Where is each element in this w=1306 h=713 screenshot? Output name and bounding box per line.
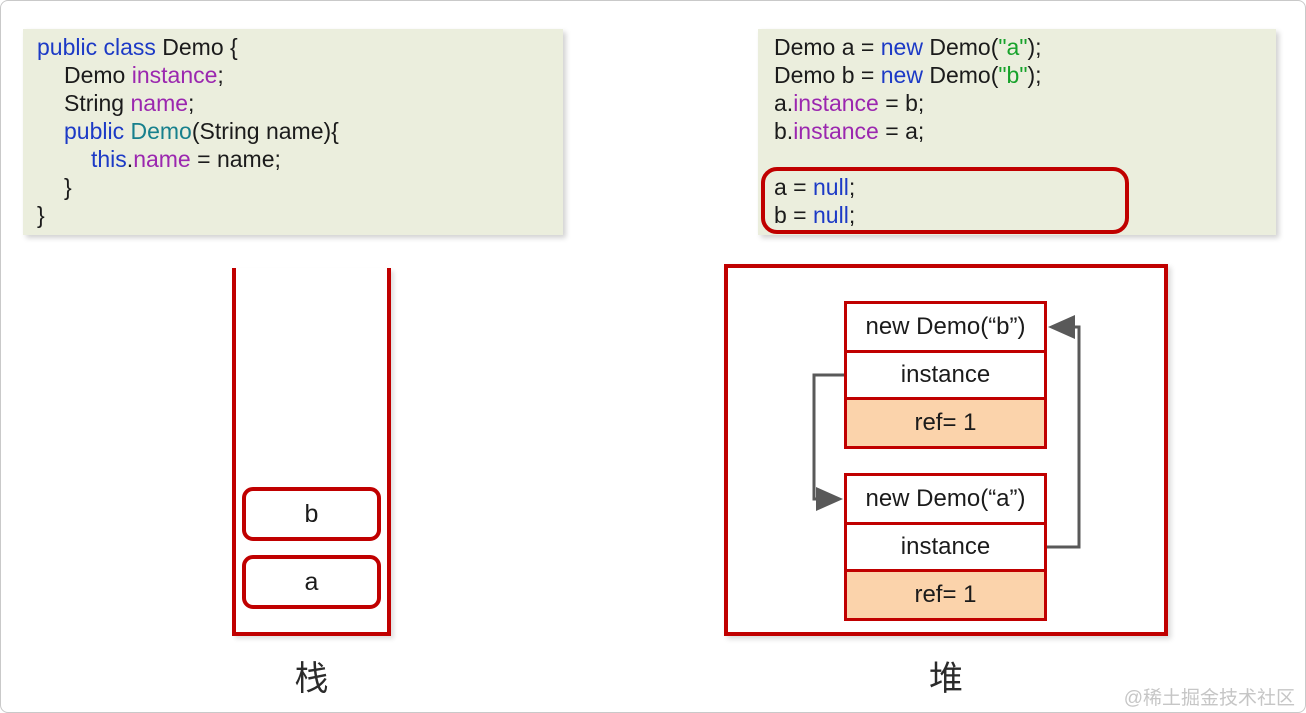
code-line: this.name = name;	[91, 146, 281, 172]
code-line: Demo a = new Demo("a");	[774, 34, 1042, 60]
code-line: a.instance = b;	[774, 90, 925, 116]
stack-container	[232, 268, 391, 636]
code-line: public Demo(String name){	[64, 118, 339, 144]
stack-label: 栈	[294, 660, 329, 698]
stack-slot-a: a	[242, 555, 381, 609]
heap-object-b: new Demo(“b”) instance ref= 1	[844, 301, 1047, 449]
code-block-usage: Demo a = new Demo("a");Demo b = new Demo…	[758, 29, 1276, 235]
code-line: a = null;	[774, 174, 856, 200]
heap-object-a: new Demo(“a”) instance ref= 1	[844, 473, 1047, 621]
code-line: }	[64, 174, 72, 200]
heap-object-b-instance-field: instance	[844, 350, 1047, 400]
heap-object-a-instance-field: instance	[844, 522, 1047, 572]
code-line: b = null;	[774, 202, 856, 228]
code-line: Demo b = new Demo("b");	[774, 62, 1042, 88]
heap-label: 堆	[929, 660, 963, 698]
stack-slot-b-label: b	[304, 499, 319, 528]
code-line: }	[37, 202, 45, 228]
code-line: String name;	[64, 90, 195, 116]
heap-object-a-title: new Demo(“a”)	[844, 473, 1047, 525]
heap-object-b-title: new Demo(“b”)	[844, 301, 1047, 353]
watermark: @稀土掘金技术社区	[1123, 688, 1295, 709]
code-line	[774, 145, 1276, 173]
stack-slot-a-label: a	[304, 567, 319, 596]
code-line: public class Demo {	[37, 34, 238, 60]
stack-slot-b: b	[242, 487, 381, 541]
heap-object-a-refcount: ref= 1	[844, 569, 1047, 621]
code-block-class-definition: public class Demo {Demo instance;String …	[23, 29, 563, 235]
code-line: b.instance = a;	[774, 118, 925, 144]
code-line: Demo instance;	[64, 62, 224, 88]
heap-object-b-refcount: ref= 1	[844, 397, 1047, 449]
